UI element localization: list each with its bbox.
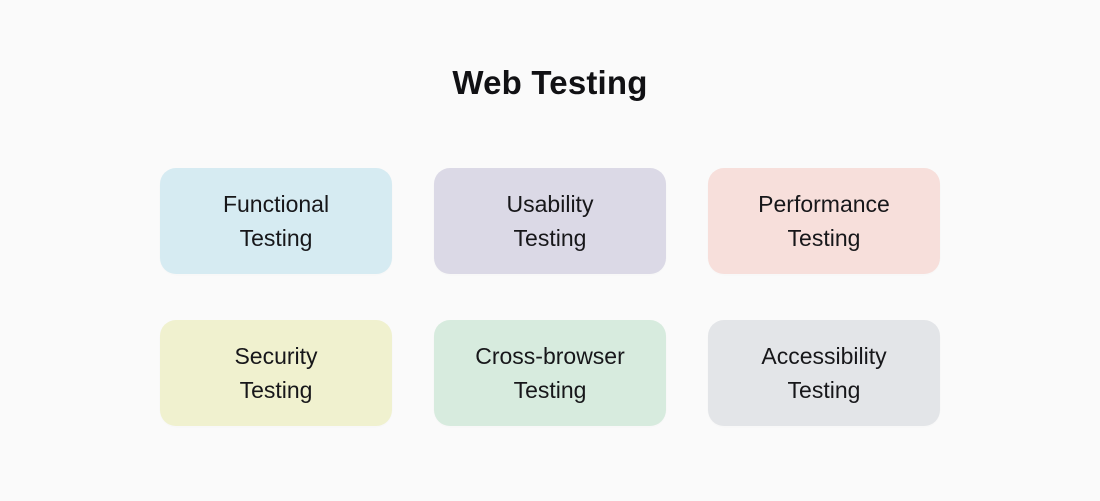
card-label-line1: Functional: [222, 191, 330, 217]
card-label-line2: Testing: [787, 377, 861, 403]
card-label: Accessibility Testing: [761, 339, 886, 407]
page-title: Web Testing: [452, 64, 648, 101]
card-performance-testing: Performance Testing: [708, 168, 940, 274]
card-security-testing: Security Testing: [160, 320, 392, 426]
card-label: Performance Testing: [758, 187, 890, 255]
card-label-line1: Usability: [506, 191, 594, 217]
card-label: Security Testing: [234, 339, 317, 407]
card-label-line1: Cross-browser: [475, 343, 625, 369]
card-label-line2: Testing: [239, 225, 313, 251]
card-label: Cross-browser Testing: [475, 339, 625, 407]
card-label-line2: Testing: [513, 225, 587, 251]
card-label-line1: Accessibility: [761, 343, 887, 369]
card-label-line1: Performance: [758, 191, 890, 217]
card-label-line2: Testing: [513, 377, 587, 403]
card-functional-testing: Functional Testing: [160, 168, 392, 274]
card-accessibility-testing: Accessibility Testing: [708, 320, 940, 426]
card-label-line2: Testing: [239, 377, 313, 403]
card-usability-testing: Usability Testing: [434, 168, 666, 274]
card-label: Functional Testing: [223, 187, 329, 255]
card-label-line2: Testing: [787, 225, 861, 251]
card-grid: Functional Testing Usability Testing Per…: [160, 168, 940, 426]
card-label: Usability Testing: [507, 187, 594, 255]
card-cross-browser-testing: Cross-browser Testing: [434, 320, 666, 426]
card-label-line1: Security: [234, 343, 318, 369]
